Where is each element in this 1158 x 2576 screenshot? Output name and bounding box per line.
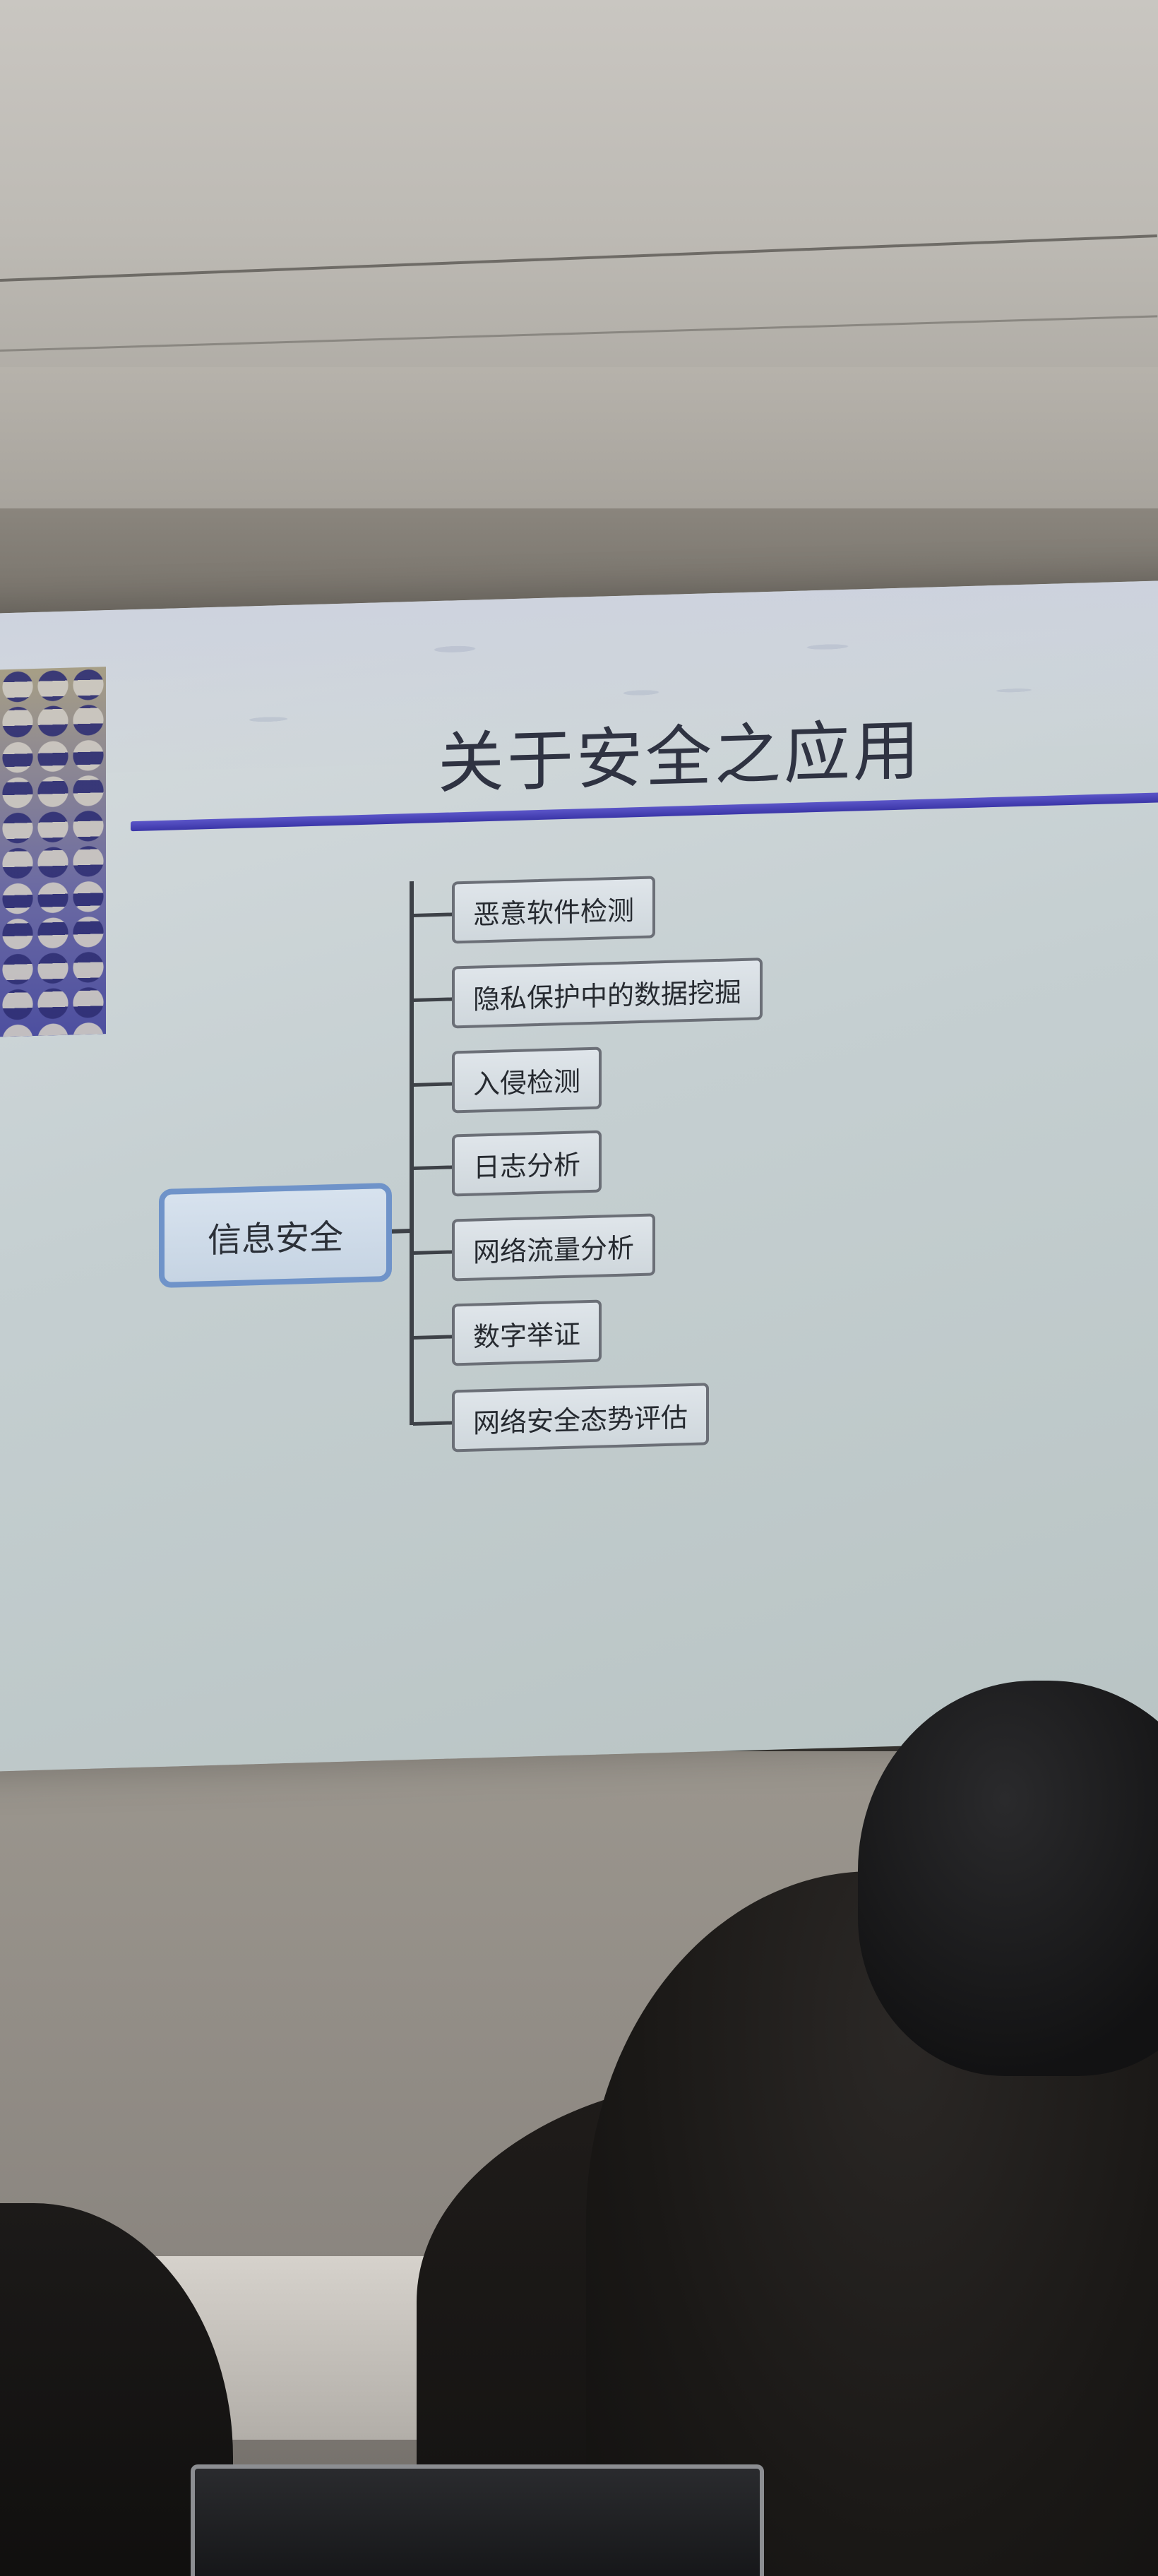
root-node-label: 信息安全 (207, 1217, 343, 1261)
mindmap-child-node: 网络安全态势评估 (452, 1383, 710, 1453)
mindmap-child-node: 隐私保护中的数据挖掘 (452, 958, 763, 1029)
mindmap-child-node: 日志分析 (452, 1130, 602, 1197)
slide-ornament-pattern (0, 667, 106, 1037)
mindmap-child-node: 恶意软件检测 (452, 876, 656, 944)
branch-connector (413, 1250, 455, 1255)
branch-connector (413, 997, 455, 1002)
root-connector (392, 1229, 412, 1234)
branch-connector (413, 1421, 455, 1426)
child-node-label: 隐私保护中的数据挖掘 (473, 976, 742, 1015)
branch-connector (413, 1082, 455, 1087)
laptop-screen (191, 2464, 764, 2576)
child-node-label: 入侵检测 (473, 1065, 581, 1100)
person-head (858, 1681, 1158, 2076)
child-node-label: 数字举证 (473, 1318, 581, 1353)
branch-connector (413, 1335, 455, 1340)
mindmap-trunk-line (410, 881, 414, 1426)
child-node-label: 恶意软件检测 (473, 894, 635, 931)
mindmap-child-node: 入侵检测 (452, 1046, 602, 1114)
projected-slide: 关于安全之应用 信息安全 恶意软件检测 隐私保护中的数据挖掘 入侵检测 日志分析… (0, 579, 1158, 1772)
slide-title: 关于安全之应用 (438, 712, 923, 804)
branch-connector (413, 912, 455, 917)
child-node-label: 网络安全态势评估 (473, 1401, 688, 1439)
mindmap-root-node: 信息安全 (159, 1182, 392, 1289)
mindmap-child-node: 数字举证 (452, 1299, 602, 1366)
child-node-label: 日志分析 (473, 1148, 581, 1183)
mindmap-child-node: 网络流量分析 (452, 1213, 656, 1282)
branch-connector (413, 1165, 455, 1170)
child-node-label: 网络流量分析 (473, 1232, 635, 1268)
